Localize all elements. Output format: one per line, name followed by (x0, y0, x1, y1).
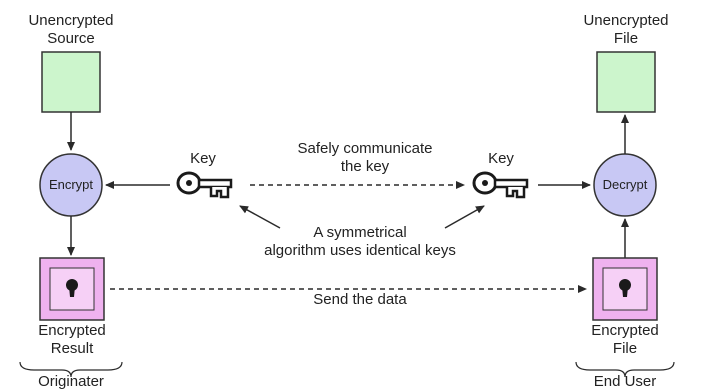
note-to-left-key-arrow (239, 205, 281, 229)
send-data-label: Send the data (313, 291, 407, 308)
right-key-icon (472, 171, 529, 199)
label-line: File (613, 30, 639, 47)
note-to-right-key-arrow (444, 205, 485, 229)
communicate-key-label: Safely communicate the key (240, 140, 490, 176)
label-line: Encrypted (38, 322, 106, 339)
unencrypted-source-label: Unencrypted Source (11, 12, 131, 48)
unencrypted-file-label: Unencrypted File (566, 12, 686, 48)
label-line: the key (340, 158, 390, 175)
label-line: Unencrypted (583, 12, 669, 29)
left-key-label: Key (190, 150, 216, 167)
end-user-group-label: End User (593, 373, 657, 390)
label-line: Unencrypted (28, 12, 114, 29)
label-line: File (612, 340, 638, 357)
keyhole-icon (66, 279, 78, 297)
encrypted-file-label: Encrypted File (565, 322, 685, 358)
keyhole-icon (619, 279, 631, 297)
label-line: Source (47, 30, 95, 47)
label-line: Encrypted (591, 322, 659, 339)
originator-group-label: Originater (38, 373, 104, 390)
label-line: algorithm uses identical keys (264, 242, 456, 259)
end-user-brace (575, 361, 675, 378)
right-key-label: Key (488, 150, 514, 167)
originator-brace (19, 361, 123, 378)
left-key-icon (176, 171, 233, 199)
encrypt-label: Encrypt (48, 177, 94, 192)
label-line: A symmetrical (313, 224, 407, 241)
symmetric-note-label: A symmetrical algorithm uses identical k… (200, 224, 520, 260)
unencrypted-file-box (596, 51, 656, 113)
encrypted-result-lock-box (39, 257, 105, 321)
label-line: Result (50, 340, 94, 357)
unencrypted-source-box (41, 51, 101, 113)
decrypt-label: Decrypt (602, 177, 648, 192)
label-line: Safely communicate (297, 140, 433, 157)
encrypted-file-lock-box (592, 257, 658, 321)
encrypted-result-label: Encrypted Result (12, 322, 132, 358)
